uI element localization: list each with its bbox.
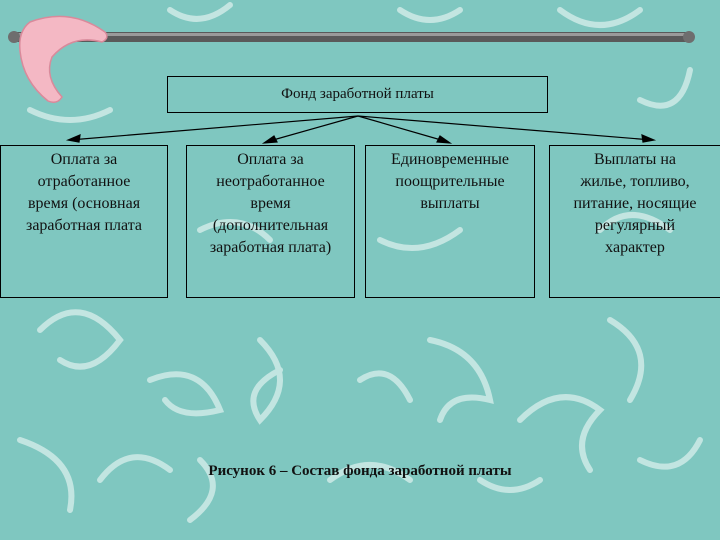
- child-1-line-2: отработанное: [37, 173, 131, 190]
- connector-2: [265, 115, 359, 143]
- child-3-line-2: поощрительные: [395, 173, 505, 190]
- child-4-line-4: регулярный: [594, 217, 676, 234]
- figure-caption: Рисунок 6 – Состав фонда заработной плат…: [208, 463, 512, 479]
- connector-1: [69, 115, 359, 141]
- child-node-3: Единовременные поощрительные выплаты: [365, 145, 535, 298]
- child-4-line-3: питание, носящие: [573, 195, 697, 212]
- child-4-line-5: характер: [605, 239, 665, 256]
- child-4-line-2: жилье, топливо,: [580, 173, 690, 190]
- root-node: Фонд заработной платы: [167, 76, 548, 113]
- child-3-line-3: выплаты: [420, 195, 480, 212]
- child-2-line-4: (дополнительная: [212, 217, 329, 234]
- connector-4: [357, 115, 653, 141]
- root-label: Фонд заработной платы: [281, 86, 434, 102]
- child-node-4: Выплаты на жилье, топливо, питание, нося…: [549, 145, 720, 298]
- child-node-2: Оплата за неотработанное время (дополнит…: [186, 145, 355, 298]
- connector-3: [357, 115, 449, 143]
- child-2-line-5: заработная плата): [209, 239, 332, 256]
- child-node-1: Оплата за отработанное время (основная з…: [0, 145, 168, 298]
- child-1-line-4: заработная плата: [26, 217, 142, 234]
- child-2-line-1: Оплата за: [237, 151, 304, 168]
- child-1-line-3: время (основная: [27, 195, 141, 212]
- child-2-line-3: время: [250, 195, 291, 212]
- boomerang-logo: [18, 15, 108, 104]
- child-1-line-1: Оплата за: [50, 151, 118, 168]
- child-2-line-2: неотработанное: [216, 173, 325, 190]
- child-3-line-1: Единовременные: [391, 151, 509, 168]
- child-4-line-1: Выплаты на: [593, 151, 677, 168]
